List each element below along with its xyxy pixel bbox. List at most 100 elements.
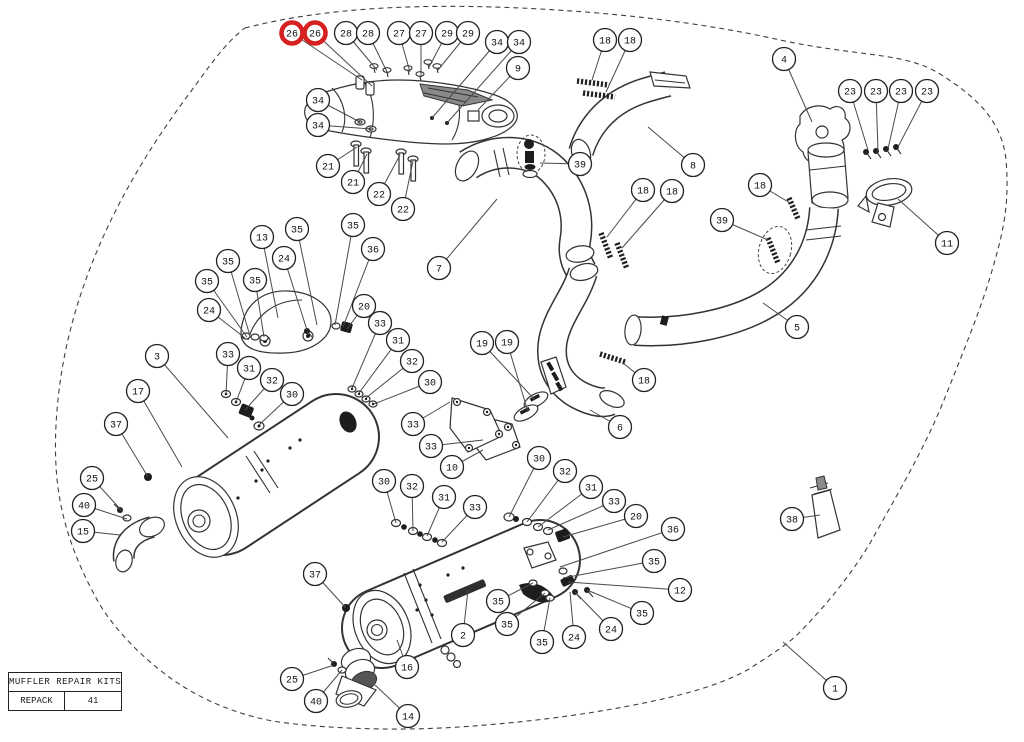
balloon-31[interactable]: 31 [578, 474, 604, 500]
balloon-30[interactable]: 30 [526, 445, 552, 471]
balloon-18[interactable]: 18 [630, 177, 656, 203]
balloon-31[interactable]: 31 [236, 355, 262, 381]
balloon-36[interactable]: 36 [660, 516, 686, 542]
balloon-29[interactable]: 29 [455, 20, 481, 46]
balloon-24[interactable]: 24 [196, 297, 222, 323]
balloon-18[interactable]: 18 [592, 27, 618, 53]
balloon-20[interactable]: 20 [623, 503, 649, 529]
balloon-21[interactable]: 21 [315, 153, 341, 179]
balloon-1[interactable]: 1 [822, 675, 848, 701]
balloon-27[interactable]: 27 [408, 20, 434, 46]
balloon-2[interactable]: 2 [450, 622, 476, 648]
balloon-39[interactable]: 39 [567, 151, 593, 177]
balloon-32[interactable]: 32 [399, 348, 425, 374]
balloon-31[interactable]: 31 [385, 327, 411, 353]
balloon-17[interactable]: 17 [125, 378, 151, 404]
svg-text:31: 31 [585, 484, 597, 495]
balloon-22[interactable]: 22 [366, 181, 392, 207]
balloon-24[interactable]: 24 [561, 624, 587, 650]
balloon-35[interactable]: 35 [242, 267, 268, 293]
balloon-19[interactable]: 19 [494, 329, 520, 355]
balloon-35[interactable]: 35 [641, 548, 667, 574]
balloon-23[interactable]: 23 [888, 78, 914, 104]
balloon-33[interactable]: 33 [215, 341, 241, 367]
balloon-30[interactable]: 30 [279, 381, 305, 407]
balloon-10[interactable]: 10 [439, 454, 465, 480]
balloon-25[interactable]: 25 [279, 666, 305, 692]
balloon-22[interactable]: 22 [390, 196, 416, 222]
balloon-14[interactable]: 14 [395, 703, 421, 729]
balloon-35[interactable]: 35 [215, 248, 241, 274]
balloon-24[interactable]: 24 [271, 245, 297, 271]
balloon-38[interactable]: 38 [779, 506, 805, 532]
balloon-29[interactable]: 29 [434, 20, 460, 46]
balloon-30[interactable]: 30 [371, 468, 397, 494]
balloon-34[interactable]: 34 [305, 112, 331, 138]
balloon-31[interactable]: 31 [431, 484, 457, 510]
balloon-28[interactable]: 28 [355, 20, 381, 46]
balloon-34[interactable]: 34 [484, 29, 510, 55]
balloon-35[interactable]: 35 [340, 212, 366, 238]
svg-text:31: 31 [243, 365, 255, 376]
balloon-3[interactable]: 3 [144, 343, 170, 369]
balloon-37[interactable]: 37 [103, 411, 129, 437]
balloon-25[interactable]: 25 [79, 465, 105, 491]
balloon-30[interactable]: 30 [417, 369, 443, 395]
balloon-23[interactable]: 23 [914, 78, 940, 104]
balloon-4[interactable]: 4 [771, 46, 797, 72]
svg-text:26: 26 [309, 30, 321, 41]
balloon-28[interactable]: 28 [333, 20, 359, 46]
balloon-35[interactable]: 35 [284, 216, 310, 242]
balloon-18[interactable]: 18 [617, 27, 643, 53]
balloon-21[interactable]: 21 [340, 169, 366, 195]
balloon-33[interactable]: 33 [601, 488, 627, 514]
balloon-23[interactable]: 23 [837, 78, 863, 104]
balloon-5[interactable]: 5 [784, 314, 810, 340]
svg-text:30: 30 [533, 455, 545, 466]
balloon-26[interactable]: 26 [279, 20, 305, 46]
balloon-12[interactable]: 12 [667, 577, 693, 603]
balloon-35[interactable]: 35 [629, 600, 655, 626]
balloon-23[interactable]: 23 [863, 78, 889, 104]
balloon-32[interactable]: 32 [259, 367, 285, 393]
balloon-39[interactable]: 39 [709, 207, 735, 233]
balloon-35[interactable]: 35 [529, 629, 555, 655]
balloon-26[interactable]: 26 [302, 20, 328, 46]
balloon-18[interactable]: 18 [659, 178, 685, 204]
balloon-19[interactable]: 19 [469, 330, 495, 356]
balloon-8[interactable]: 8 [680, 152, 706, 178]
balloon-40[interactable]: 40 [71, 492, 97, 518]
balloon-33[interactable]: 33 [462, 494, 488, 520]
balloon-27[interactable]: 27 [386, 20, 412, 46]
balloon-35[interactable]: 35 [194, 268, 220, 294]
balloon-33[interactable]: 33 [418, 433, 444, 459]
part-muffler-bottom [327, 512, 594, 708]
balloon-11[interactable]: 11 [934, 230, 960, 256]
balloon-36[interactable]: 36 [360, 236, 386, 262]
balloon-34[interactable]: 34 [305, 87, 331, 113]
balloon-32[interactable]: 32 [399, 473, 425, 499]
leader-lines [82, 32, 948, 717]
balloon-24[interactable]: 24 [598, 616, 624, 642]
balloon-33[interactable]: 33 [367, 310, 393, 336]
balloon-33[interactable]: 33 [400, 411, 426, 437]
balloon-32[interactable]: 32 [552, 458, 578, 484]
balloon-16[interactable]: 16 [394, 654, 420, 680]
balloon-35[interactable]: 35 [494, 611, 520, 637]
balloon-13[interactable]: 13 [249, 224, 275, 250]
balloon-9[interactable]: 9 [505, 55, 531, 81]
balloon-40[interactable]: 40 [303, 688, 329, 714]
kit-qty: 41 [87, 696, 99, 706]
balloon-7[interactable]: 7 [426, 255, 452, 281]
svg-text:32: 32 [559, 468, 571, 479]
balloon-15[interactable]: 15 [70, 518, 96, 544]
balloon-35[interactable]: 35 [485, 588, 511, 614]
balloon-20[interactable]: 20 [351, 293, 377, 319]
balloon-6[interactable]: 6 [607, 414, 633, 440]
balloon-18[interactable]: 18 [747, 172, 773, 198]
svg-text:17: 17 [132, 388, 144, 399]
balloon-18[interactable]: 18 [631, 367, 657, 393]
svg-text:35: 35 [201, 278, 213, 289]
balloon-37[interactable]: 37 [302, 561, 328, 587]
balloon-34[interactable]: 34 [506, 29, 532, 55]
